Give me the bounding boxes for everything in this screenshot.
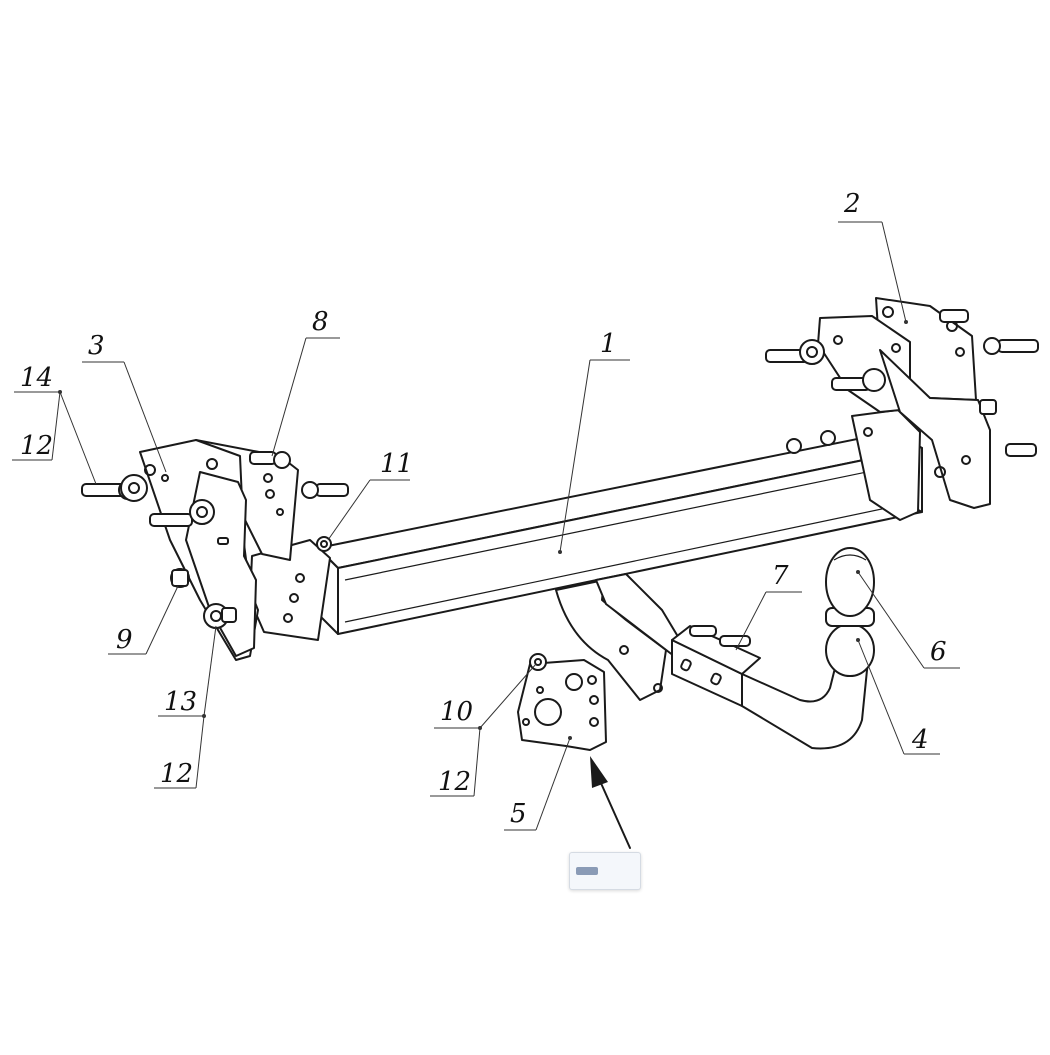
callout-11: 11 [380, 449, 413, 479]
bolt-right-5 [1005, 443, 1037, 457]
callout-3: 3 [88, 331, 105, 361]
callout-1: 1 [600, 329, 617, 359]
callout-labels: 1 2 3 4 5 6 7 8 9 10 11 12 12 12 13 14 [20, 189, 947, 829]
thumbnail-bar [576, 867, 598, 875]
callout-12-bottom: 12 [438, 767, 471, 797]
callout-5: 5 [510, 799, 527, 829]
thumbnail-icon[interactable] [569, 852, 641, 890]
leader-lines [12, 221, 960, 831]
callout-8: 8 [312, 307, 329, 337]
nut-11 [316, 536, 332, 552]
callout-7: 7 [772, 561, 789, 591]
bolt-rear-upper [249, 451, 291, 469]
bolt-right-3 [939, 309, 969, 323]
callout-13: 13 [164, 687, 197, 717]
bolt-left-upper [81, 474, 148, 502]
callout-12-left: 12 [160, 759, 193, 789]
right-bracket-assembly [765, 297, 1039, 509]
callout-9: 9 [116, 625, 133, 655]
left-bracket-assembly [81, 439, 349, 661]
hitch-neck [555, 547, 875, 750]
callout-2: 2 [843, 189, 861, 219]
bolt-right-6 [979, 399, 997, 415]
bolt-right-4 [983, 337, 1039, 355]
callout-6: 6 [930, 637, 947, 667]
callout-14: 14 [20, 363, 53, 393]
bolt-9 [170, 568, 190, 588]
callout-10: 10 [440, 697, 473, 727]
nuts-beam-top [786, 430, 836, 454]
bolt-right-2 [831, 368, 886, 392]
callout-4: 4 [911, 725, 929, 755]
bolt-rear-right [301, 481, 349, 499]
socket-plate [517, 653, 607, 751]
callout-12-top-left: 12 [20, 431, 53, 461]
arrow-icon [590, 756, 631, 849]
bolt-left-lower [149, 499, 215, 527]
bolt-right-1 [765, 339, 825, 365]
